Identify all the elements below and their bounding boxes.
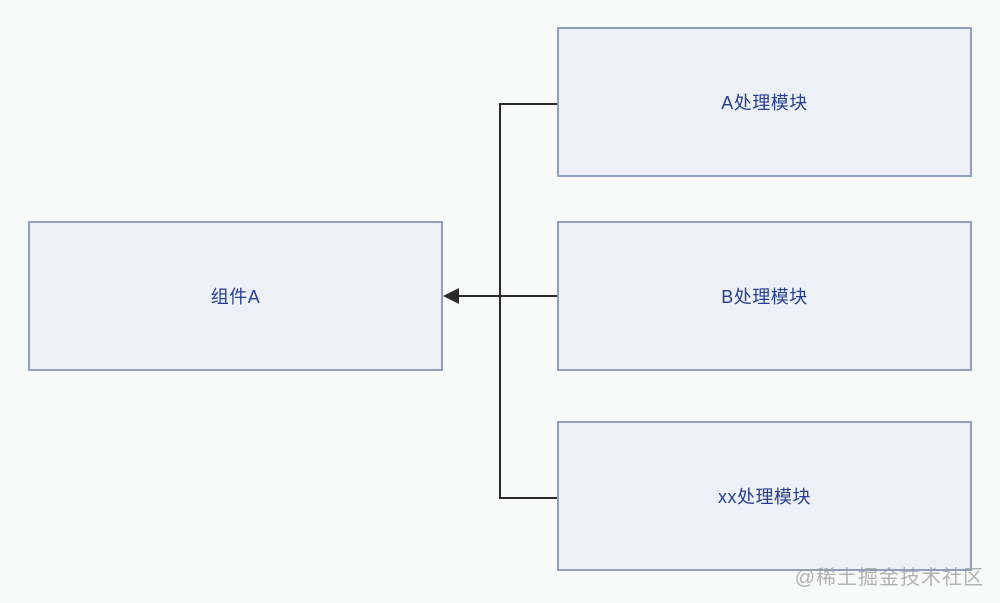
connector-trunk-line	[499, 103, 501, 499]
node-module-xx-label: xx处理模块	[718, 487, 811, 507]
node-component-a: 组件A	[28, 221, 443, 371]
watermark: @稀土掘金技术社区	[794, 567, 984, 589]
connector-branch-module-a	[499, 103, 557, 105]
node-module-b: B处理模块	[557, 221, 972, 371]
arrowhead-left-icon	[443, 288, 459, 304]
node-module-b-label: B处理模块	[721, 287, 808, 307]
connector-branch-module-xx	[499, 497, 557, 499]
node-module-xx: xx处理模块	[557, 421, 972, 571]
connector-branch-module-b	[458, 295, 557, 297]
node-module-a-label: A处理模块	[721, 93, 808, 113]
node-module-a: A处理模块	[557, 27, 972, 177]
node-component-a-label: 组件A	[210, 287, 261, 307]
